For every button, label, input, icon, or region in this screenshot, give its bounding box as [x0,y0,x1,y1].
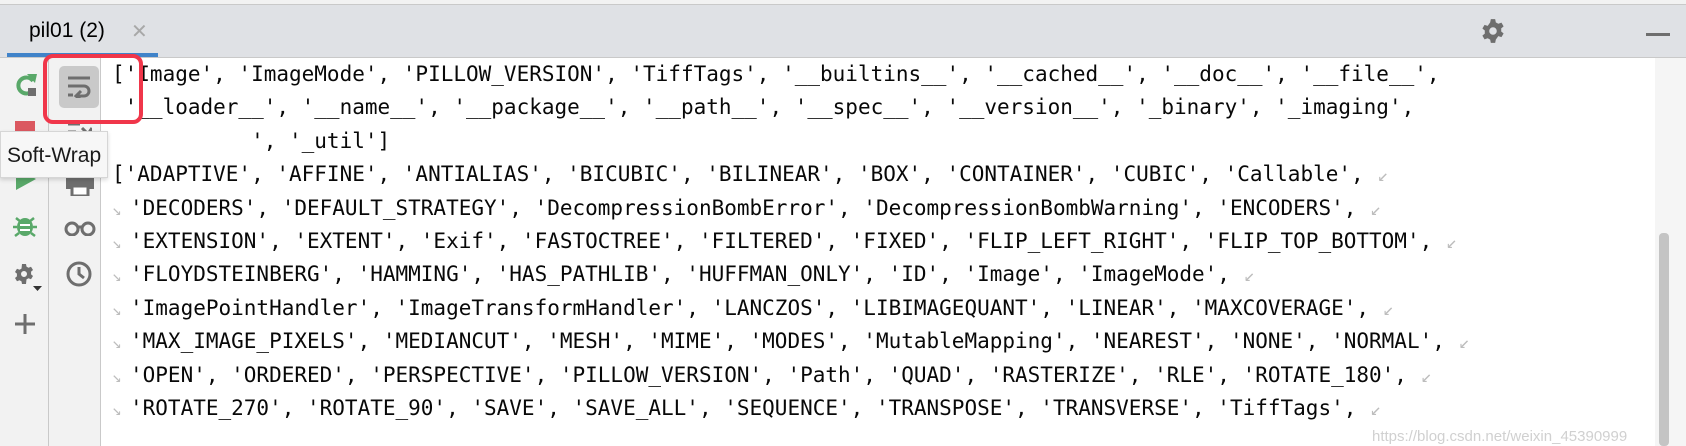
window-top-strip [0,0,1686,5]
soft-wrap-highlight-box [43,54,143,124]
soft-wrap-icon [68,76,91,98]
console-line: '__loader__', '__name__', '__package__',… [112,91,1415,124]
tab-pil01[interactable]: pil01 (2) ✕ [7,5,158,57]
gear-icon[interactable] [1480,18,1506,44]
soft-wrap-continuation-icon: ↘ [112,366,122,386]
soft-wrap-continuation-icon: ↘ [112,233,122,252]
soft-wrap-continuation-icon: ↘ [112,299,122,319]
console-line: ↘ 'OPEN', 'ORDERED', 'PERSPECTIVE', 'PILL… [112,359,1432,392]
soft-wrap-continuation-icon: ↘ [112,333,122,353]
soft-wrap-continuation-icon: ↘ [112,266,122,286]
console-line: ↘ 'MAX_IMAGE_PIXELS', 'MEDIANCUT', 'MESH'… [112,325,1470,358]
soft-wrap-break-icon: ↙ [1370,399,1382,420]
soft-wrap-break-icon: ↙ [1383,298,1394,320]
soft-wrap-continuation-icon: ↘ [112,400,122,419]
console-line-text: ', '_util'] [112,128,391,153]
console-line: ↘ 'DECODERS', 'DEFAULT_STRATEGY', 'Decomp… [112,192,1381,225]
watermark: https://blog.csdn.net/weixin_45390999 [1372,428,1628,445]
console-line: ↘ 'ImagePointHandler', 'ImageTransformHan… [112,292,1394,325]
soft-wrap-continuation-icon: ↘ [112,199,122,219]
console-line-text: 'EXTENSION', 'EXTENT', 'Exif', 'FASTOCTR… [130,229,1433,253]
console-line-text: 'MAX_IMAGE_PIXELS', 'MEDIANCUT', 'MESH',… [130,329,1445,354]
console-line-text: 'ROTATE_270', 'ROTATE_90', 'SAVE', 'SAVE… [130,396,1357,420]
close-icon[interactable]: ✕ [131,21,148,43]
console-line-text: 'DECODERS', 'DEFAULT_STRATEGY', 'Decompr… [130,195,1357,220]
soft-wrap-break-icon: ↙ [1458,332,1470,354]
soft-wrap-break-icon: ↙ [1446,232,1458,253]
console-line: ['ADAPTIVE', 'AFFINE', 'ANTIALIAS', 'BIC… [112,158,1389,191]
console-line-text: 'OPEN', 'ORDERED', 'PERSPECTIVE', 'PILLO… [130,362,1407,387]
scrollbar-thumb[interactable] [1659,233,1669,446]
soft-wrap-tooltip: Soft-Wrap [0,131,108,178]
soft-wrap-break-icon: ↙ [1243,265,1255,287]
console-line-text: ['Image', 'ImageMode', 'PILLOW_VERSION',… [112,62,1440,86]
soft-wrap-button[interactable] [59,66,99,108]
console-line: ↘ 'EXTENSION', 'EXTENT', 'Exif', 'FASTOCT… [112,225,1457,258]
console-line-text: 'ImagePointHandler', 'ImageTransformHand… [130,295,1370,320]
console-line: ['Image', 'ImageMode', 'PILLOW_VERSION',… [112,58,1440,91]
soft-wrap-break-icon: ↙ [1370,198,1382,220]
soft-wrap-break-icon: ↙ [1377,165,1389,187]
minimize-icon[interactable] [1646,33,1670,36]
show-variables-icon[interactable] [64,220,96,236]
settings-icon[interactable] [13,263,43,291]
soft-wrap-break-icon: ↙ [1420,365,1432,387]
tab-label: pil01 (2) [29,19,105,42]
console-line: ↘ 'FLOYDSTEINBERG', 'HAMMING', 'HAS_PATHL… [112,258,1255,291]
rerun-icon[interactable] [13,72,39,98]
add-icon[interactable] [15,314,35,334]
console-line-text: 'FLOYDSTEINBERG', 'HAMMING', 'HAS_PATHLI… [130,262,1230,287]
vertical-scrollbar[interactable] [1655,58,1686,446]
console-line: ', '_util'] [112,125,390,158]
history-icon[interactable] [66,261,92,287]
console-output[interactable]: ['Image', 'ImageMode', 'PILLOW_VERSION',… [101,58,1654,446]
run-toolbar [0,58,49,446]
debug-icon[interactable] [13,212,37,238]
console-line-text: ['ADAPTIVE', 'AFFINE', 'ANTIALIAS', 'BIC… [112,162,1364,187]
console-line-text: '__loader__', '__name__', '__package__',… [112,95,1415,120]
console-line: ↘ 'ROTATE_270', 'ROTATE_90', 'SAVE', 'SAV… [112,392,1381,425]
tool-window-tab-bar: pil01 (2) ✕ [0,5,1686,58]
